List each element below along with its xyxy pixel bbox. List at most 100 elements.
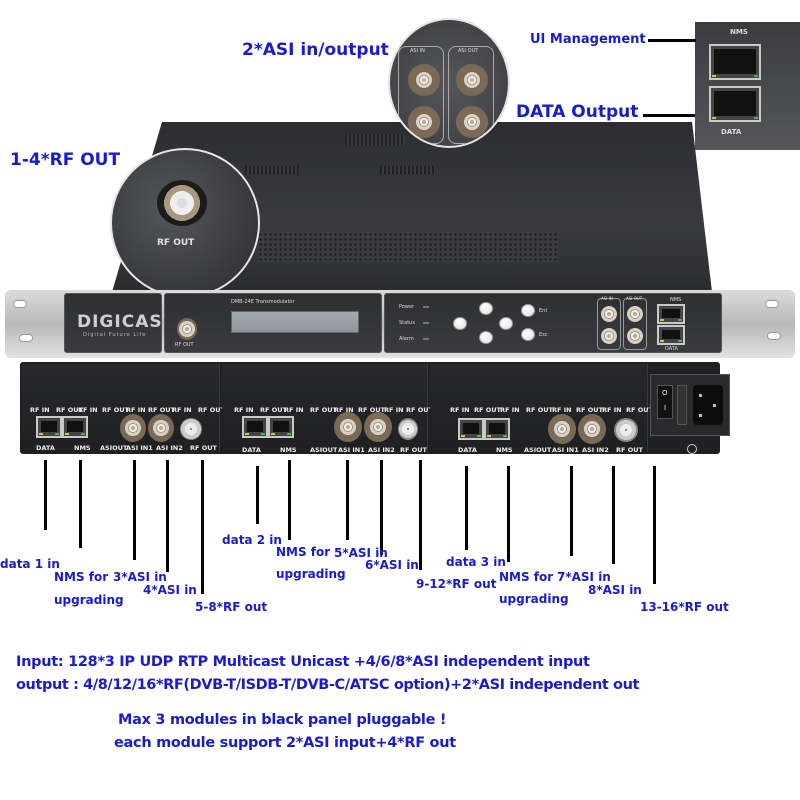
power-switch[interactable]: O I <box>657 385 673 419</box>
alarm-led <box>423 338 429 340</box>
port-label: RF OUT <box>616 446 643 454</box>
asi-in-2-connector-icon <box>364 412 392 442</box>
switch-on-label: I <box>664 404 667 412</box>
annotation-rf-out-9-12: 9-12*RF out <box>416 577 497 591</box>
port-label: RF OUT <box>406 406 433 414</box>
annotation-asi-7-in: 7*ASI in <box>557 570 611 584</box>
spec-note-modules: Max 3 modules in black panel pluggable ! <box>118 712 447 728</box>
port-label: RF IN <box>126 406 146 414</box>
port-label: RF IN <box>450 406 470 414</box>
port-label: ASI IN1 <box>552 446 579 454</box>
bnc-connector-icon <box>408 106 440 138</box>
rf-out-connector-icon <box>398 418 418 440</box>
annotation-nms-1-line2: upgrading <box>54 593 124 607</box>
indicator-alarm-label: Alarm <box>399 336 414 342</box>
leader-line <box>79 460 82 548</box>
data-rj45-port <box>657 325 685 345</box>
leader-line <box>380 460 383 555</box>
leader-line <box>648 39 696 42</box>
asi-zoom-circle: ASI IN ASI OUT <box>388 18 510 148</box>
rack-ear-hole <box>765 300 779 308</box>
rack-ear-hole <box>19 334 33 342</box>
leader-line <box>643 114 695 117</box>
port-label: NMS <box>74 444 91 452</box>
port-label: ASI IN1 <box>126 444 153 452</box>
leader-line <box>419 460 422 570</box>
annotation-asi-6-in: 6*ASI in <box>365 558 419 572</box>
nms-1-rj45-port <box>62 416 88 438</box>
fuse-holder <box>677 385 687 425</box>
port-label: RF OUT <box>198 406 225 414</box>
port-label: ASIOUT <box>310 446 338 454</box>
port-label: RF IN <box>334 406 354 414</box>
port-label: RF IN <box>172 406 192 414</box>
rack-ear-hole <box>13 300 27 308</box>
bnc-connector-icon <box>456 106 488 138</box>
escape-button[interactable] <box>521 328 535 341</box>
bnc-connector-icon <box>408 64 440 96</box>
annotation-asi-5-in: 5*ASI in <box>334 546 388 560</box>
left-arrow-button[interactable] <box>453 317 467 330</box>
port-label: RF OUT <box>102 406 129 414</box>
rf-connector-icon <box>157 180 207 226</box>
port-label: ASIOUT <box>100 444 128 452</box>
nms-rj45-port <box>709 44 761 80</box>
rear-module-2: RF IN RF OUT RF IN RF OUT RF IN RF OUT R… <box>222 364 433 454</box>
escape-label: Esc <box>539 332 548 338</box>
brand-tagline: Digital Future Life <box>83 332 147 338</box>
leader-line <box>166 460 169 572</box>
leader-line <box>570 466 573 556</box>
annotation-data-3-in: data 3 in <box>446 555 506 569</box>
rf-out-connector-icon <box>614 418 638 442</box>
vent-slots <box>245 165 300 175</box>
asi-out-1-connector-icon <box>627 306 643 322</box>
port-label: RF OUT <box>56 406 83 414</box>
port-label: RF OUT <box>576 406 603 414</box>
port-label: RF IN <box>234 406 254 414</box>
down-arrow-button[interactable] <box>479 331 493 344</box>
status-led <box>423 322 429 324</box>
annotation-nms-2-line1: NMS for <box>276 545 331 559</box>
annotation-nms-3-line2: upgrading <box>499 592 569 606</box>
nms-label: NMS <box>670 297 682 303</box>
leader-line <box>256 466 259 524</box>
annotation-data-2-in: data 2 in <box>222 533 282 547</box>
port-label: RF OUT <box>148 406 175 414</box>
port-label: ASI IN2 <box>156 444 183 452</box>
vent-grille <box>258 232 558 262</box>
asi-out-frame <box>623 298 647 350</box>
display-panel: DMB-24E Transmodulator RF OUT <box>164 293 382 353</box>
leader-line <box>346 460 349 540</box>
rear-module-3: RF IN RF OUT RF IN RF OUT RF IN RF OUT R… <box>430 364 653 454</box>
port-label: RF OUT <box>474 406 501 414</box>
rack-ear-hole <box>767 332 781 340</box>
annotation-data-1-in: data 1 in <box>0 557 60 571</box>
port-label: RF OUT <box>310 406 337 414</box>
right-arrow-button[interactable] <box>499 317 513 330</box>
power-led <box>423 306 429 308</box>
port-label: RF IN <box>30 406 50 414</box>
vent-slots <box>380 165 435 175</box>
rf-out-connector-icon <box>180 418 202 440</box>
bnc-connector-icon <box>456 64 488 96</box>
port-label: RF OUT <box>400 446 427 454</box>
data-rj45-port <box>709 86 761 122</box>
port-label: ASI IN2 <box>582 446 609 454</box>
asi-in-1-connector-icon <box>120 414 146 442</box>
front-rf-out-label: RF OUT <box>175 342 194 348</box>
model-name: DMB-24E Transmodulator <box>231 299 295 305</box>
port-label: NMS <box>496 446 513 454</box>
lcd-display <box>231 311 359 333</box>
control-panel: Power Status Alarm Ent Esc ASI IN ASI OU… <box>384 293 722 353</box>
data-label: DATA <box>665 346 678 352</box>
port-label: ASI IN1 <box>338 446 365 454</box>
asi-in-1-connector-icon <box>334 412 362 442</box>
network-ports-zoom: NMS DATA <box>695 22 800 150</box>
callout-rf-out: 1-4*RF OUT <box>10 150 121 170</box>
enter-button[interactable] <box>521 304 535 317</box>
up-arrow-button[interactable] <box>479 302 493 315</box>
rf-out-zoom-label: RF OUT <box>157 238 195 248</box>
annotation-asi-3-in: 3*ASI in <box>113 570 167 584</box>
data-1-rj45-port <box>36 416 62 438</box>
ground-icon <box>687 444 697 454</box>
